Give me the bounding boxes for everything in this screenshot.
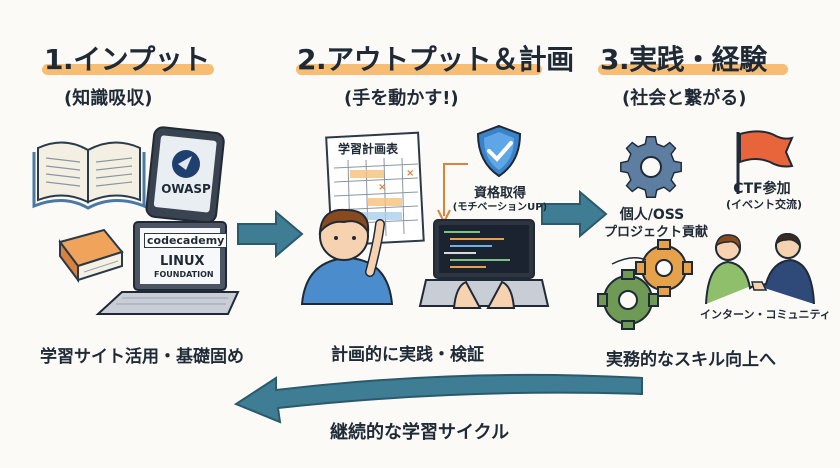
step1-title-highlight (42, 64, 214, 75)
person-pointing-icon (300, 208, 394, 305)
gear-icon (620, 136, 682, 198)
step2-title: 2.アウトプット＆計画 (297, 43, 574, 76)
arrow-right-2-icon (541, 189, 608, 239)
flag-icon (736, 130, 794, 194)
oss-label-1: 個人/OSS (619, 207, 685, 223)
ctf-label-2: (イベント交流) (725, 198, 803, 211)
closed-book-icon (58, 228, 124, 283)
step3-caption: 実務的なスキル向上へ (606, 350, 776, 370)
cycle-arrow-icon (233, 373, 643, 424)
codecademy-logo: codecademy (144, 233, 228, 248)
connected-gears-icon (597, 239, 693, 330)
plan-table-title: 学習計画表 (338, 142, 399, 156)
handshake-people-icon (705, 232, 815, 305)
coding-laptop-icon (418, 219, 550, 309)
step3-subtitle: (社会と繋がる) (622, 88, 747, 109)
step1-title: 1.インプット (44, 43, 210, 76)
tablet-icon (145, 126, 225, 224)
cycle-label: 継続的な学習サイクル (330, 422, 510, 443)
badge-label-2: (モチベーションUP) (452, 202, 548, 213)
step2-subtitle: (手を動かす!) (344, 88, 459, 109)
owasp-logo: OWASP (161, 182, 211, 196)
step2-title-highlight (296, 64, 542, 75)
foundation-logo: FOUNDATION (154, 270, 214, 279)
step1-caption: 学習サイト活用・基礎固め (40, 347, 244, 367)
svg-text:×: × (378, 182, 386, 193)
ctf-label-1: CTF参加 (733, 181, 791, 197)
svg-text:×: × (406, 168, 414, 179)
badge-label-1: 資格取得 (473, 186, 526, 201)
open-book-icon (32, 141, 146, 210)
arrow-right-1-icon (237, 209, 304, 259)
linux-logo: LINUX (160, 254, 205, 269)
intern-label: インターン・コミュニティ (700, 308, 831, 321)
step3-title: 3.実践・経験 (600, 43, 767, 76)
step2-caption: 計画的に実践・検証 (331, 345, 484, 365)
step1-subtitle: (知識吸収) (64, 88, 153, 109)
shield-check-icon (476, 124, 522, 178)
oss-label-2: プロジェクト貢献 (604, 225, 709, 240)
step3-title-highlight (598, 64, 788, 75)
